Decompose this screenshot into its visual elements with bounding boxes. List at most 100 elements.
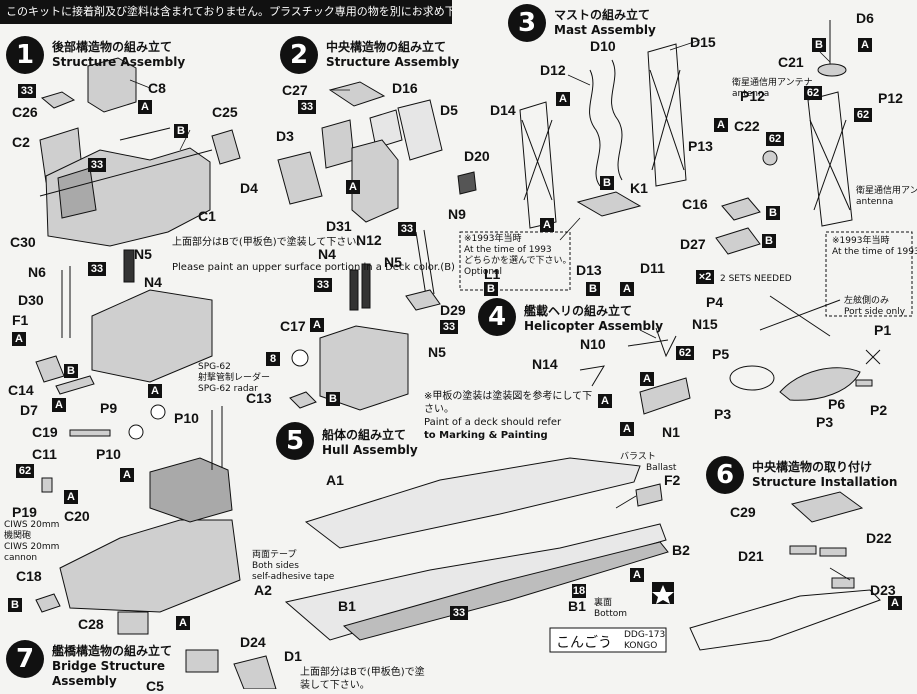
spg-62-note-en: SPG-62 radar: [198, 384, 258, 394]
part-k1: [576, 191, 642, 217]
step-4-title-en: Helicopter Assembly: [524, 319, 664, 333]
part-p5: [729, 365, 775, 391]
label-d12: D12: [540, 62, 566, 78]
paint-badge-a: A: [176, 616, 190, 630]
label-n5-a: N5: [134, 246, 152, 262]
label-d23: D23: [870, 582, 896, 598]
label-d29: D29: [440, 302, 466, 318]
antenna-note: 衛星通信用アンテナ antenna: [732, 78, 813, 100]
step-2-title-jp: 中央構造物の組み立て: [326, 40, 447, 54]
label-c1: C1: [198, 208, 216, 224]
label-p1: P1: [874, 322, 892, 338]
port-side-note: 左舷側のみ Port side only: [844, 296, 905, 318]
adhesive-tape-note-en2: self-adhesive tape: [252, 572, 335, 582]
label-c8: C8: [148, 80, 166, 96]
label-d15: D15: [690, 34, 716, 50]
kongo-name-jp: こんごう: [556, 635, 612, 651]
label-d16: D16: [392, 80, 418, 96]
marking-note-jp: ※甲板の塗装は塗装図を参考にして下さい。: [424, 391, 593, 415]
spg-62-note-jp: SPG-62: [198, 362, 231, 372]
label-p13: P13: [688, 138, 713, 154]
part-n14: [579, 365, 605, 387]
label-d4: D4: [240, 180, 258, 196]
label-p4: P4: [706, 294, 724, 310]
step-7-title: 艦橋構造物の組み立て Bridge Structure Assembly: [52, 644, 172, 689]
label-c26: C26: [12, 104, 38, 120]
part-p10: [128, 424, 144, 440]
antenna-note-2-en: antenna: [856, 197, 894, 207]
label-c5: C5: [146, 678, 164, 694]
ciws-note-jp: 機関砲: [4, 531, 32, 541]
step-7-title-jp: 艦橋構造物の組み立て: [52, 644, 173, 658]
bottom-note-en: Bottom: [594, 609, 628, 619]
label-p10-a: P10: [174, 410, 199, 426]
paint-badge-a: A: [52, 398, 66, 412]
kongo-name-latin: KONGO: [624, 641, 658, 651]
year-1993-note-jp: ※1993年当時: [464, 234, 522, 244]
label-p3-b: P3: [816, 414, 834, 430]
year-1993-note-b-jp: ※1993年当時: [832, 236, 890, 246]
step-7-number: 7: [6, 640, 44, 678]
label-d10: D10: [590, 38, 616, 54]
step-4-title-jp: 艦載ヘリの組み立て: [524, 304, 633, 318]
paint-badge-a: A: [346, 180, 360, 194]
label-d21: D21: [738, 548, 764, 564]
paint-badge-33: 33: [18, 84, 36, 98]
part-c18: [35, 593, 61, 613]
mast-d14: [519, 101, 557, 229]
label-d6: D6: [856, 10, 874, 26]
part-d27: [715, 227, 761, 255]
label-n5-c: N5: [428, 344, 446, 360]
part-main-block: [351, 139, 399, 223]
paint-badge-b: B: [326, 392, 340, 406]
paint-badge-62: 62: [676, 346, 694, 360]
adhesive-tape-note: 両面テープ Both sides self-adhesive tape: [252, 550, 334, 583]
part-c8: [87, 57, 137, 113]
part-d24: [185, 649, 219, 673]
paint-badge-b: B: [762, 234, 776, 248]
label-p3-a: P3: [714, 406, 732, 422]
step-3-title: マストの組み立て Mast Assembly: [554, 8, 656, 38]
paint-badge-a: A: [540, 218, 554, 232]
deck-paint-note-2-jp-cont: 装して下さい。: [300, 680, 370, 691]
part-d3: [321, 119, 355, 169]
paint-badge-b: B: [600, 176, 614, 190]
antenna-note-en: antenna: [732, 89, 770, 99]
part-c22: [762, 150, 778, 166]
label-b1-bottom: B1: [568, 598, 586, 614]
step-5-title-en: Hull Assembly: [322, 443, 418, 457]
step-7-title-en: Bridge Structure: [52, 659, 165, 673]
part-n10: [627, 339, 669, 347]
part-n15: [655, 327, 677, 358]
part-p6-body: [779, 367, 861, 401]
label-c20: C20: [64, 508, 90, 524]
part-d23: [831, 577, 855, 589]
paint-badge-a: A: [64, 490, 78, 504]
part-d16: [369, 109, 403, 149]
step-4-title: 艦載ヘリの組み立て Helicopter Assembly: [524, 304, 663, 334]
label-d14: D14: [490, 102, 516, 118]
paint-badge-62: 62: [804, 86, 822, 100]
part-funnel: [319, 325, 409, 411]
port-side-note-jp: 左舷側のみ: [844, 296, 890, 306]
label-d7: D7: [20, 402, 38, 418]
part-deck-outline: [689, 589, 881, 651]
spg-62-note-jp2: 射撃管制レーダー: [198, 373, 271, 383]
label-k1: K1: [630, 180, 648, 196]
label-c30: C30: [10, 234, 36, 250]
paint-badge-33: 33: [88, 158, 106, 172]
step-2-title-en: Structure Assembly: [326, 55, 460, 69]
part-c27: [328, 81, 386, 107]
label-p10-b: P10: [96, 446, 121, 462]
paint-badge-a: A: [640, 372, 654, 386]
paint-badge-62: 62: [766, 132, 784, 146]
label-p19: P19: [12, 504, 37, 520]
part-aft-structure: [91, 289, 213, 383]
part-p9: [150, 404, 166, 420]
notice-banner: このキットに接着剤及び塗料は含まれておりません。プラスチック専用の物を別にお求め…: [0, 0, 452, 24]
label-n6: N6: [28, 264, 46, 280]
marking-note: ※甲板の塗装は塗装図を参考にして下さい。 Paint of a deck sho…: [424, 390, 594, 442]
label-c2: C2: [12, 134, 30, 150]
label-f1: F1: [12, 312, 29, 328]
paint-badge-a: A: [148, 384, 162, 398]
